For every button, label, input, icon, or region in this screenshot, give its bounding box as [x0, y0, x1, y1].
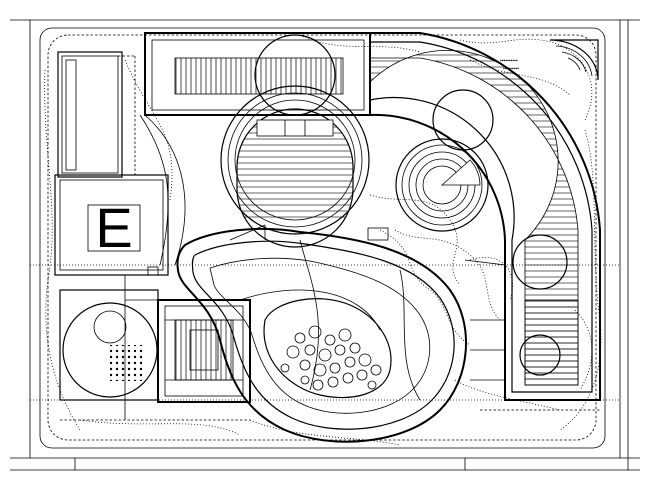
svg-text:▪▪▪▪▪▪▪▪▪: ▪▪▪▪▪▪▪▪▪ — [503, 66, 519, 72]
contour-lines — [44, 34, 602, 446]
square-pavilion — [125, 299, 251, 403]
amphitheatre — [395, 138, 489, 232]
site-boundary — [10, 19, 640, 471]
svg-text:▪▪▪▪▪▪▪▪▪▪: ▪▪▪▪▪▪▪▪▪▪ — [500, 58, 518, 64]
garden-blob — [176, 224, 467, 443]
paths — [60, 114, 600, 421]
flower-beds — [280, 325, 382, 391]
building-e: E — [54, 174, 169, 276]
left-long-building — [57, 51, 136, 178]
small-fan-amphitheatre: ▪▪▪▪▪▪▪▪▪▪ ▪▪▪▪▪▪▪▪▪ — [500, 39, 599, 81]
top-grandstand — [144, 32, 371, 116]
central-arena — [220, 85, 370, 248]
building-letter: E — [95, 196, 132, 259]
curved-grandstand — [369, 32, 601, 401]
round-pavilion — [59, 289, 159, 401]
